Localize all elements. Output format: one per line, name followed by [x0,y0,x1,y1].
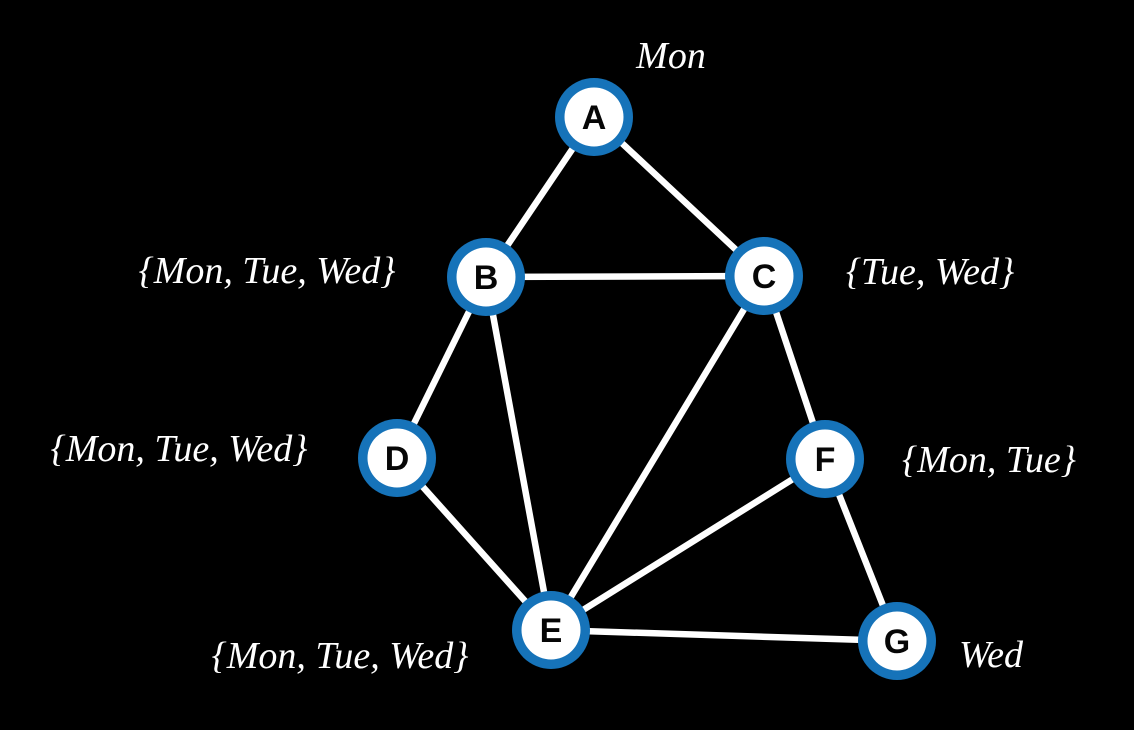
node-a-letter: A [582,99,607,137]
node-layer: A B C D E [358,78,936,680]
node-a-domain-label: Mon [635,35,706,77]
node-e: E [512,591,590,669]
node-e-domain-label: {Mon, Tue, Wed} [212,635,469,677]
label-layer: Mon {Mon, Tue, Wed} {Tue, Wed} {Mon, Tue… [51,35,1076,677]
node-b: B [447,238,525,316]
node-d-core [367,428,427,488]
node-b-letter: B [474,259,499,297]
node-d: D [358,419,436,497]
node-f-core [795,429,855,489]
node-a: A [555,78,633,156]
edge-e-g [547,626,901,645]
node-f: F [786,420,864,498]
edge-layer [393,113,901,645]
node-g-domain-label: Wed [959,634,1024,676]
node-a-core [564,87,624,147]
node-d-letter: D [385,440,410,478]
node-e-letter: E [540,612,563,650]
node-b-domain-label: {Mon, Tue, Wed} [139,250,396,292]
node-c: C [725,237,803,315]
node-b-core [456,247,516,307]
node-d-domain-label: {Mon, Tue, Wed} [51,428,308,470]
node-f-letter: F [815,441,836,479]
node-g-letter: G [884,623,910,661]
edge-e-f [547,455,829,634]
node-g-core [867,611,927,671]
node-c-domain-label: {Tue, Wed} [846,251,1014,293]
node-e-core [521,600,581,660]
edge-b-e [482,273,555,634]
node-g: G [858,602,936,680]
edge-c-e [547,272,768,634]
node-f-domain-label: {Mon, Tue} [902,439,1076,481]
node-c-core [734,246,794,306]
node-c-letter: C [752,258,777,296]
edge-b-c [482,272,768,281]
